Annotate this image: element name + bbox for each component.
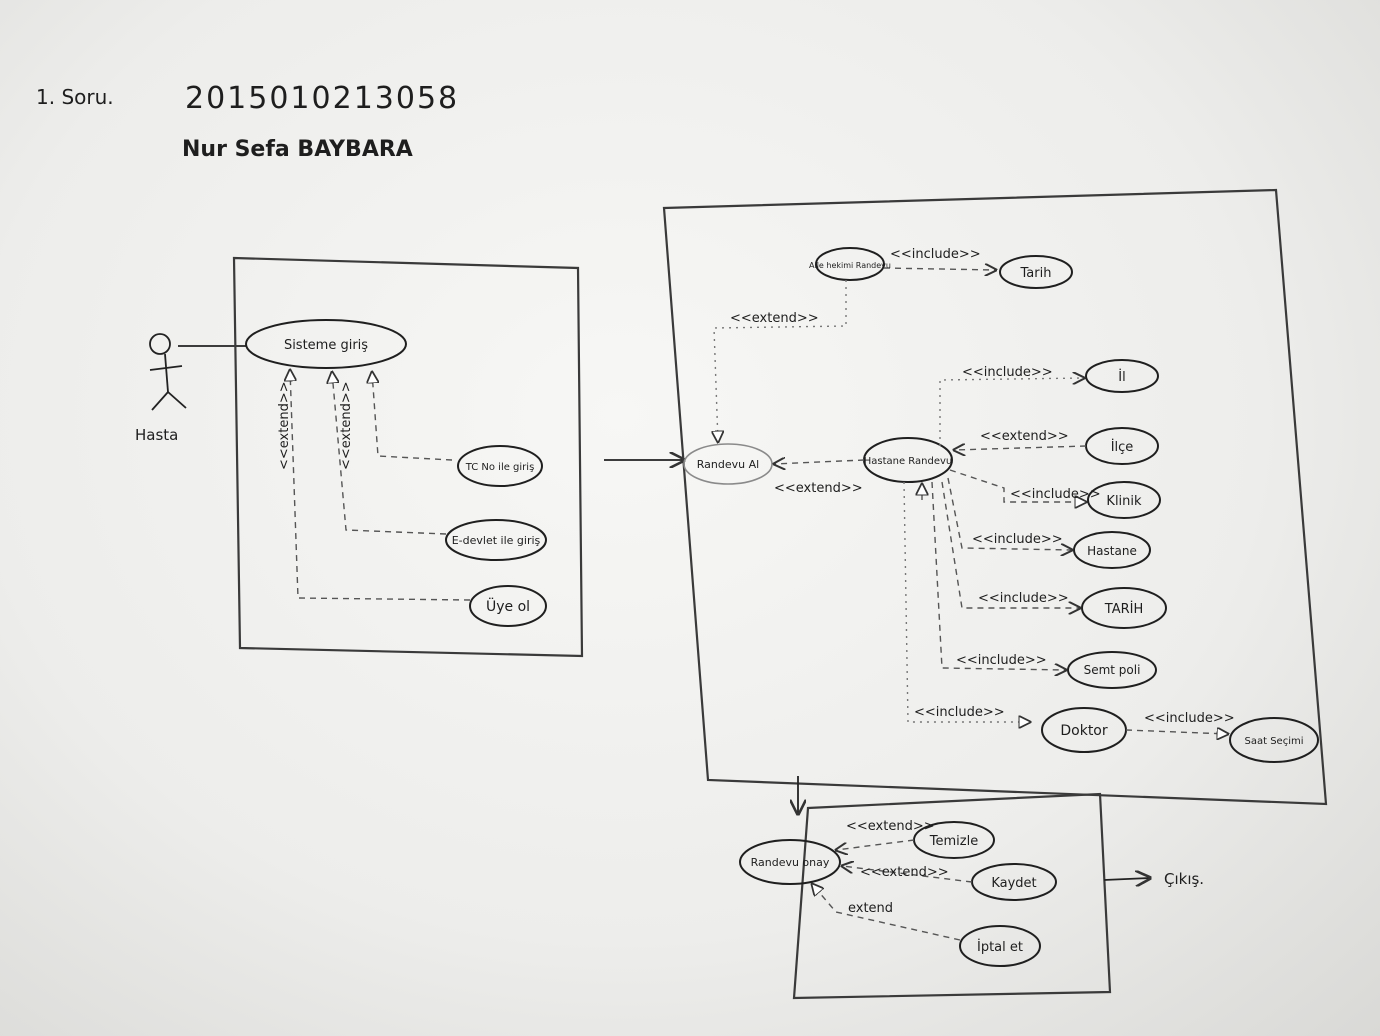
relation-include-saat-label: <<include>> <box>1144 711 1235 726</box>
usecase-semt-poli-label: Semt poli <box>1084 663 1141 677</box>
relation-extend-label-2: <<extend>> <box>339 381 354 470</box>
relation-extend-kaydet-label: <<extend>> <box>860 865 949 880</box>
relation-include-hastane-label: <<include>> <box>972 532 1063 547</box>
relation-doktor-to-saat <box>1125 730 1228 734</box>
usecase-tc-no-giris-label: TC No ile giriş <box>465 462 535 473</box>
relation-aile-to-randevu <box>714 280 847 442</box>
actor-arms <box>149 365 183 371</box>
relation-include-doktor-label: <<include>> <box>914 705 1005 720</box>
appointment-use-cases: Randevu Al Aile hekimi Randevu Tarih Has… <box>683 247 1319 763</box>
relation-include-klinik-label: <<include>> <box>1010 487 1101 502</box>
usecase-ilce-label: İlçe <box>1111 439 1134 455</box>
relation-extend-label-1: <<extend>> <box>277 381 292 470</box>
relation-tc-to-sisteme <box>372 372 453 461</box>
usecase-hastane <box>1073 531 1151 569</box>
login-use-cases: Sisteme giriş TC No ile giriş E-devlet i… <box>245 319 547 627</box>
usecase-hastane-label: Hastane <box>1087 544 1137 558</box>
relation-extend-ilce-label: <<extend>> <box>980 429 1069 444</box>
usecase-uye-ol-label: Üye ol <box>486 597 530 615</box>
usecase-tarih <box>999 255 1073 289</box>
actor-body <box>164 353 169 393</box>
actor-leg-right <box>167 391 187 409</box>
usecase-aile-hekimi-label: Aile hekimi Randevu <box>809 261 891 270</box>
exit-label: Çıkış. <box>1164 870 1204 888</box>
relation-uyeol-to-sisteme <box>290 370 471 601</box>
relation-ilce-to-hastane <box>954 446 1087 450</box>
usecase-temizle-label: Temizle <box>929 834 978 849</box>
usecase-il <box>1085 359 1159 393</box>
relation-extend-iptal-label: extend <box>848 901 893 916</box>
actor-leg-left <box>151 391 169 411</box>
relation-hastane-to-klinik <box>949 469 1086 502</box>
student-number: 2015010213058 <box>185 81 459 116</box>
usecase-tarih-label: Tarih <box>1020 266 1052 281</box>
relation-extend-aile-label: <<extend>> <box>730 311 819 326</box>
relation-hastane-to-randevu <box>774 460 865 464</box>
usecase-randevu-al <box>683 443 773 485</box>
relation-hastane-to-semt <box>931 481 1066 670</box>
usecase-iptal-et <box>959 925 1041 967</box>
usecase-tc-no-giris <box>457 445 543 487</box>
login-system-boundary <box>232 256 584 658</box>
relation-hastane-to-hastane2 <box>947 477 1072 550</box>
relation-hastane-to-il <box>939 378 1084 446</box>
relation-include-semt-label: <<include>> <box>956 653 1047 668</box>
question-label: 1. Soru. <box>36 85 114 109</box>
relation-edevlet-to-sisteme <box>332 372 447 535</box>
usecase-kaydet-label: Kaydet <box>991 876 1036 891</box>
usecase-randevu-al-label: Randevu Al <box>697 458 759 471</box>
student-name: Nur Sefa BAYBARA <box>182 137 413 162</box>
usecase-randevu-onay-label: Randevu onay <box>751 856 830 869</box>
actor-hasta: Hasta <box>135 333 187 444</box>
usecase-tarih2-label: TARİH <box>1104 601 1143 617</box>
usecase-aile-hekimi <box>815 247 885 281</box>
usecase-sisteme-giris <box>245 319 407 369</box>
usecase-klinik <box>1087 481 1161 519</box>
actor-head <box>149 333 171 355</box>
relation-extend-randevu-label: <<extend>> <box>774 481 863 496</box>
usecase-e-devlet-giris-label: E-devlet ile giriş <box>452 534 541 547</box>
appointment-system-boundary <box>662 188 1328 806</box>
usecase-doktor-label: Doktor <box>1060 723 1108 739</box>
usecase-il-label: İl <box>1118 369 1125 385</box>
flow-to-exit <box>1103 878 1150 880</box>
relation-include-tarih-label: <<include>> <box>890 247 981 262</box>
usecase-saat-secimi <box>1229 717 1319 763</box>
actor-label: Hasta <box>135 426 178 444</box>
usecase-semt-poli <box>1067 651 1157 689</box>
relation-aile-to-tarih <box>883 268 996 270</box>
confirm-system-boundary <box>792 792 1112 1000</box>
relation-include-tarih2-label: <<include>> <box>978 591 1069 606</box>
usecase-sisteme-giris-label: Sisteme giriş <box>284 338 368 353</box>
relation-extend-temizle-label: <<extend>> <box>846 819 935 834</box>
usecase-hastane-randevu-label: Hastane Randevu <box>864 456 953 467</box>
confirm-use-cases: Randevu onay Temizle Kaydet İptal et <box>739 821 1057 967</box>
usecase-klinik-label: Klinik <box>1106 494 1142 509</box>
usecase-saat-secimi-label: Saat Seçimi <box>1245 736 1304 747</box>
relation-temizle-to-onay <box>836 839 915 850</box>
usecase-tarih2 <box>1081 587 1167 629</box>
usecase-iptal-et-label: İptal et <box>977 939 1023 955</box>
relation-include-il-label: <<include>> <box>962 365 1053 380</box>
usecase-e-devlet-giris <box>445 519 547 561</box>
usecase-uye-ol <box>469 585 547 627</box>
